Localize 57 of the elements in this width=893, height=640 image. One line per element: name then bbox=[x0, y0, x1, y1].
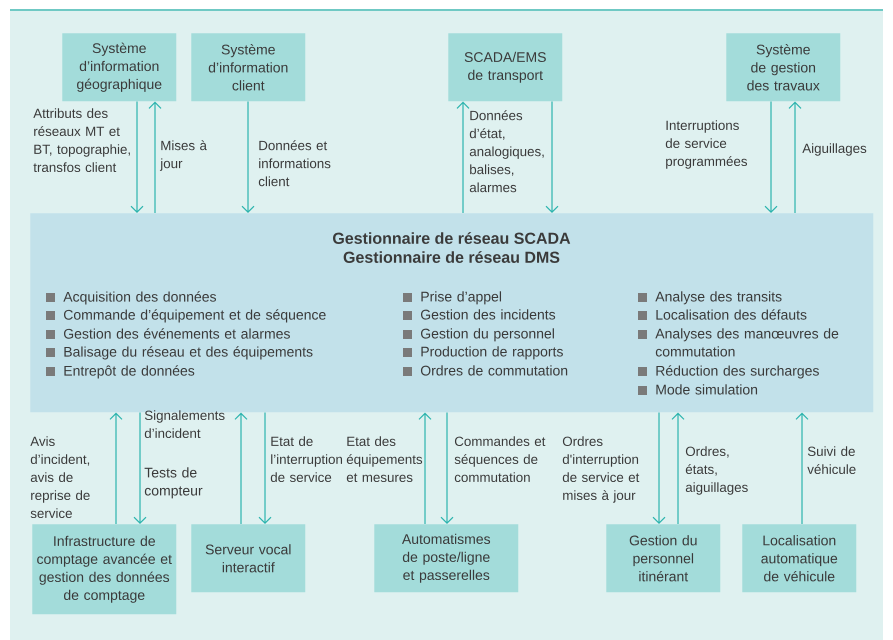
heading: Gestionnaire de réseau DMS bbox=[344, 251, 560, 263]
edge-label: Mises à jour bbox=[160, 140, 207, 171]
edge-label: Données et informations client bbox=[258, 140, 330, 186]
system-box: Serveur vocal interactif bbox=[191, 524, 306, 592]
heading: Gestionnaire de réseau SCADA bbox=[333, 232, 570, 244]
arrow bbox=[456, 102, 470, 213]
list-item: Mode simulation bbox=[638, 384, 758, 395]
edge-label: Avis d’incident, avis de reprise de service bbox=[30, 436, 90, 518]
list-item: Production de rapports bbox=[403, 346, 563, 360]
system-box: Système d’information géographique bbox=[62, 33, 176, 102]
edge-label: Données d’état, analogiques, balises, alarmes bbox=[470, 110, 544, 192]
arrow bbox=[258, 412, 272, 524]
list-item: Commande d’équipement et de séquence bbox=[46, 309, 326, 322]
edge-label: Ordres, états, aiguillages bbox=[686, 446, 748, 495]
list-item: Réduction des surcharges bbox=[638, 365, 819, 378]
list-item: Gestion du personnel bbox=[403, 328, 554, 342]
list-item: Ordres de commutation bbox=[403, 365, 568, 376]
edge-label: Etat de l’interruption de service bbox=[270, 436, 342, 482]
arrow bbox=[242, 102, 254, 213]
list-item: Entrepôt de données bbox=[46, 365, 194, 378]
system-box: Localisation automatique de véhicule bbox=[742, 524, 856, 592]
edge-label: Interruptions de service programmées bbox=[666, 120, 748, 169]
system-box: SCADA/EMS de transport bbox=[448, 33, 562, 102]
arrow bbox=[796, 412, 808, 524]
list-item: Balisage du réseau et des équipements bbox=[46, 346, 313, 360]
arrow bbox=[418, 412, 432, 524]
list-item: Localisation des défauts bbox=[638, 309, 806, 320]
list-item: Gestion des incidents bbox=[403, 309, 556, 320]
arrow bbox=[148, 102, 162, 213]
arrow bbox=[546, 102, 558, 213]
list-item: Gestion des événements et alarmes bbox=[46, 328, 290, 339]
edge-label: Signalements d’incident bbox=[144, 410, 225, 438]
system-box: Système de gestion des travaux bbox=[726, 33, 840, 102]
arrow bbox=[652, 412, 666, 524]
system-box: Système d’information client bbox=[191, 33, 306, 102]
edge-label: Aiguillages bbox=[802, 143, 866, 156]
arrow bbox=[764, 102, 778, 213]
list-item: Analyses des manœuvres de commutation bbox=[638, 328, 838, 357]
edge-label: Suivi de véhicule bbox=[807, 446, 856, 474]
edge-label: Attributs des réseaux MT et BT, topographie, transfos client bbox=[33, 108, 130, 172]
arrow bbox=[788, 102, 802, 213]
system-box: Gestion du personnel itinérant bbox=[606, 524, 720, 592]
arrow bbox=[134, 412, 146, 524]
edge-label: Ordres d'interruption de service et mises à jour bbox=[562, 436, 640, 503]
flow-label: Tests de compteur bbox=[144, 467, 202, 498]
arrow bbox=[672, 412, 684, 524]
arrow bbox=[110, 412, 122, 524]
list-item: Acquisition des données bbox=[46, 291, 216, 304]
edge-label: Etat des équipements et mesures bbox=[346, 436, 422, 482]
list-item: Analyse des transits bbox=[638, 291, 782, 304]
edge-label: Commandes et séquences de commutation bbox=[454, 436, 546, 482]
list-item: Prise d’appel bbox=[403, 291, 502, 304]
system-box: Infrastructure de comptage avancée et gestion des données de comptage bbox=[32, 524, 176, 614]
arrow bbox=[440, 412, 454, 524]
arrow bbox=[234, 412, 248, 524]
arrow bbox=[130, 102, 144, 213]
system-box: Automatismes de poste/ligne et passerelles bbox=[374, 524, 518, 592]
